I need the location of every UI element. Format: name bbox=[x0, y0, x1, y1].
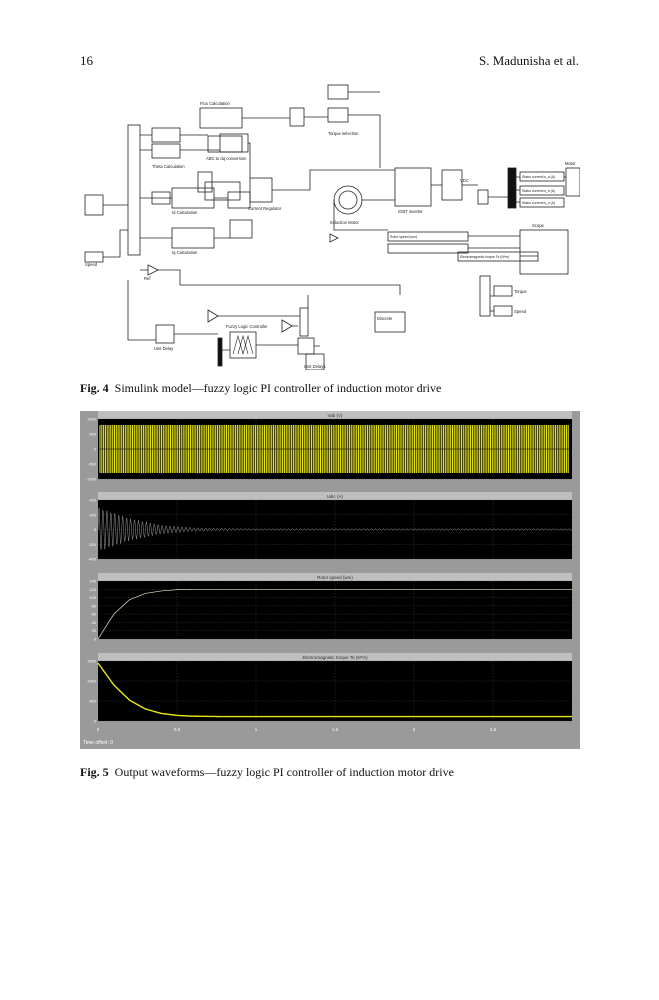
label-ref: Ref bbox=[144, 276, 151, 281]
figure4-caption: Fig. 4 Simulink model—fuzzy logic PI cont… bbox=[80, 381, 441, 396]
y-tick-label: 40 bbox=[92, 620, 97, 625]
block-current-regulator bbox=[249, 177, 273, 203]
panel-title: Electromagnetic torque Te (N*m) bbox=[302, 655, 368, 660]
y-tick-label: 500 bbox=[89, 432, 96, 437]
running-head: S. Madunisha et al. bbox=[478, 53, 579, 68]
y-tick-label: 60 bbox=[92, 612, 97, 617]
figure4-caption-text: Simulink model—fuzzy logic PI controller… bbox=[114, 381, 442, 395]
y-tick-label: 200 bbox=[89, 512, 96, 517]
signal-isb: Stator current is_b (A) bbox=[522, 189, 555, 193]
panel-titlebar bbox=[98, 653, 572, 661]
block-unit-delay bbox=[155, 324, 175, 344]
block-discrete bbox=[374, 311, 406, 333]
x-tick-label: 2 bbox=[413, 727, 416, 732]
y-tick-label: 120 bbox=[89, 587, 96, 592]
x-tick-label: 1.5 bbox=[332, 727, 339, 732]
block-induction-motor bbox=[333, 185, 363, 215]
y-tick-label: 1500 bbox=[87, 659, 97, 664]
label-speed-in: Speed bbox=[85, 262, 98, 267]
label-scope-motor: Motor bbox=[565, 161, 576, 166]
x-tick-label: 1 bbox=[255, 727, 258, 732]
scope-motor bbox=[565, 167, 581, 197]
figure5-label: Fig. 5 bbox=[80, 765, 109, 779]
label-induction-motor: Induction Motor bbox=[330, 220, 359, 225]
label-iq-calc: Iq Calculation bbox=[172, 250, 198, 255]
simulink-diagram: Flux Calculation Torque selection Theta … bbox=[84, 84, 581, 371]
panel-titlebar bbox=[98, 411, 572, 419]
label-theta-calc: Theta Calculation bbox=[152, 164, 185, 169]
y-tick-label: 1000 bbox=[87, 417, 97, 422]
trace-rotor-speed bbox=[97, 588, 572, 640]
status-time-offset: Time offset: 0 bbox=[83, 740, 113, 746]
label-scope-main: Scope bbox=[532, 223, 545, 228]
figure5-caption: Fig. 5 Output waveforms—fuzzy logic PI co… bbox=[80, 765, 454, 780]
x-tick-label: 0.5 bbox=[174, 727, 181, 732]
y-tick-label: 400 bbox=[89, 498, 96, 503]
page-number: 16 bbox=[80, 53, 93, 68]
y-tick-label: 500 bbox=[89, 699, 96, 704]
signal-rotor-speed: Rotor speed (wm) bbox=[390, 235, 417, 239]
y-tick-label: -400 bbox=[88, 557, 97, 562]
y-tick-label: -200 bbox=[88, 542, 97, 547]
y-tick-label: 0 bbox=[94, 527, 97, 532]
label-torque-out: Torque bbox=[514, 289, 527, 294]
label-discrete: Discrete bbox=[377, 316, 393, 321]
label-torque-selection: Torque selection bbox=[328, 131, 359, 136]
block-igbt-inverter bbox=[394, 167, 432, 207]
trace-iabc bbox=[97, 507, 573, 550]
panel-titlebar bbox=[98, 573, 572, 581]
signal-isc: Stator current is_c (A) bbox=[522, 201, 555, 205]
x-tick-label: 0 bbox=[97, 727, 100, 732]
panel-title: Rotor speed (wm) bbox=[317, 575, 353, 580]
block-ref-const bbox=[84, 194, 104, 216]
label-abc-conv: ABC to dq conversion bbox=[206, 156, 247, 161]
y-tick-label: 0 bbox=[94, 447, 97, 452]
label-speed-out: Speed bbox=[514, 309, 527, 314]
label-igbt: IGBT inverter bbox=[398, 209, 423, 214]
signal-torque: Electromagnetic torque Te (N*m) bbox=[460, 255, 509, 259]
y-tick-label: -500 bbox=[88, 462, 97, 467]
label-flux-calc: Flux Calculation bbox=[200, 101, 230, 106]
block-flux-calc bbox=[199, 107, 243, 129]
label-current-reg: Current Regulator bbox=[248, 206, 282, 211]
label-fuzzy: Fuzzy Logic Controller bbox=[226, 324, 268, 329]
y-tick-label: -1000 bbox=[86, 477, 97, 482]
label-id-calc: Id Calculation bbox=[172, 210, 198, 215]
label-vdc: VDC bbox=[460, 178, 469, 183]
y-tick-label: 20 bbox=[92, 628, 97, 633]
signal-isa: Stator current is_a (A) bbox=[522, 175, 555, 179]
block-speed-const bbox=[84, 251, 104, 263]
y-tick-label: 0 bbox=[94, 637, 97, 642]
label-unit-delay: Unit Delay bbox=[154, 346, 174, 351]
figure-simulink-model: Flux Calculation Torque selection Theta … bbox=[80, 80, 581, 371]
panel-title: Iabc (A) bbox=[327, 494, 343, 499]
trace-torque bbox=[97, 662, 572, 718]
y-tick-label: 140 bbox=[89, 579, 96, 584]
panel-title: Vab (V) bbox=[328, 413, 343, 418]
y-tick-label: 1000 bbox=[87, 679, 97, 684]
panel-titlebar bbox=[98, 492, 572, 500]
block-mux-left bbox=[127, 124, 141, 256]
y-tick-label: 80 bbox=[92, 603, 97, 608]
y-tick-label: 0 bbox=[94, 719, 97, 724]
x-tick-label: 2.5 bbox=[490, 727, 497, 732]
label-unit-delay-1: Unit Delay1 bbox=[304, 364, 326, 369]
y-tick-label: 100 bbox=[89, 595, 96, 600]
figure4-label: Fig. 4 bbox=[80, 381, 109, 395]
figure5-caption-text: Output waveforms—fuzzy logic PI controll… bbox=[114, 765, 454, 779]
